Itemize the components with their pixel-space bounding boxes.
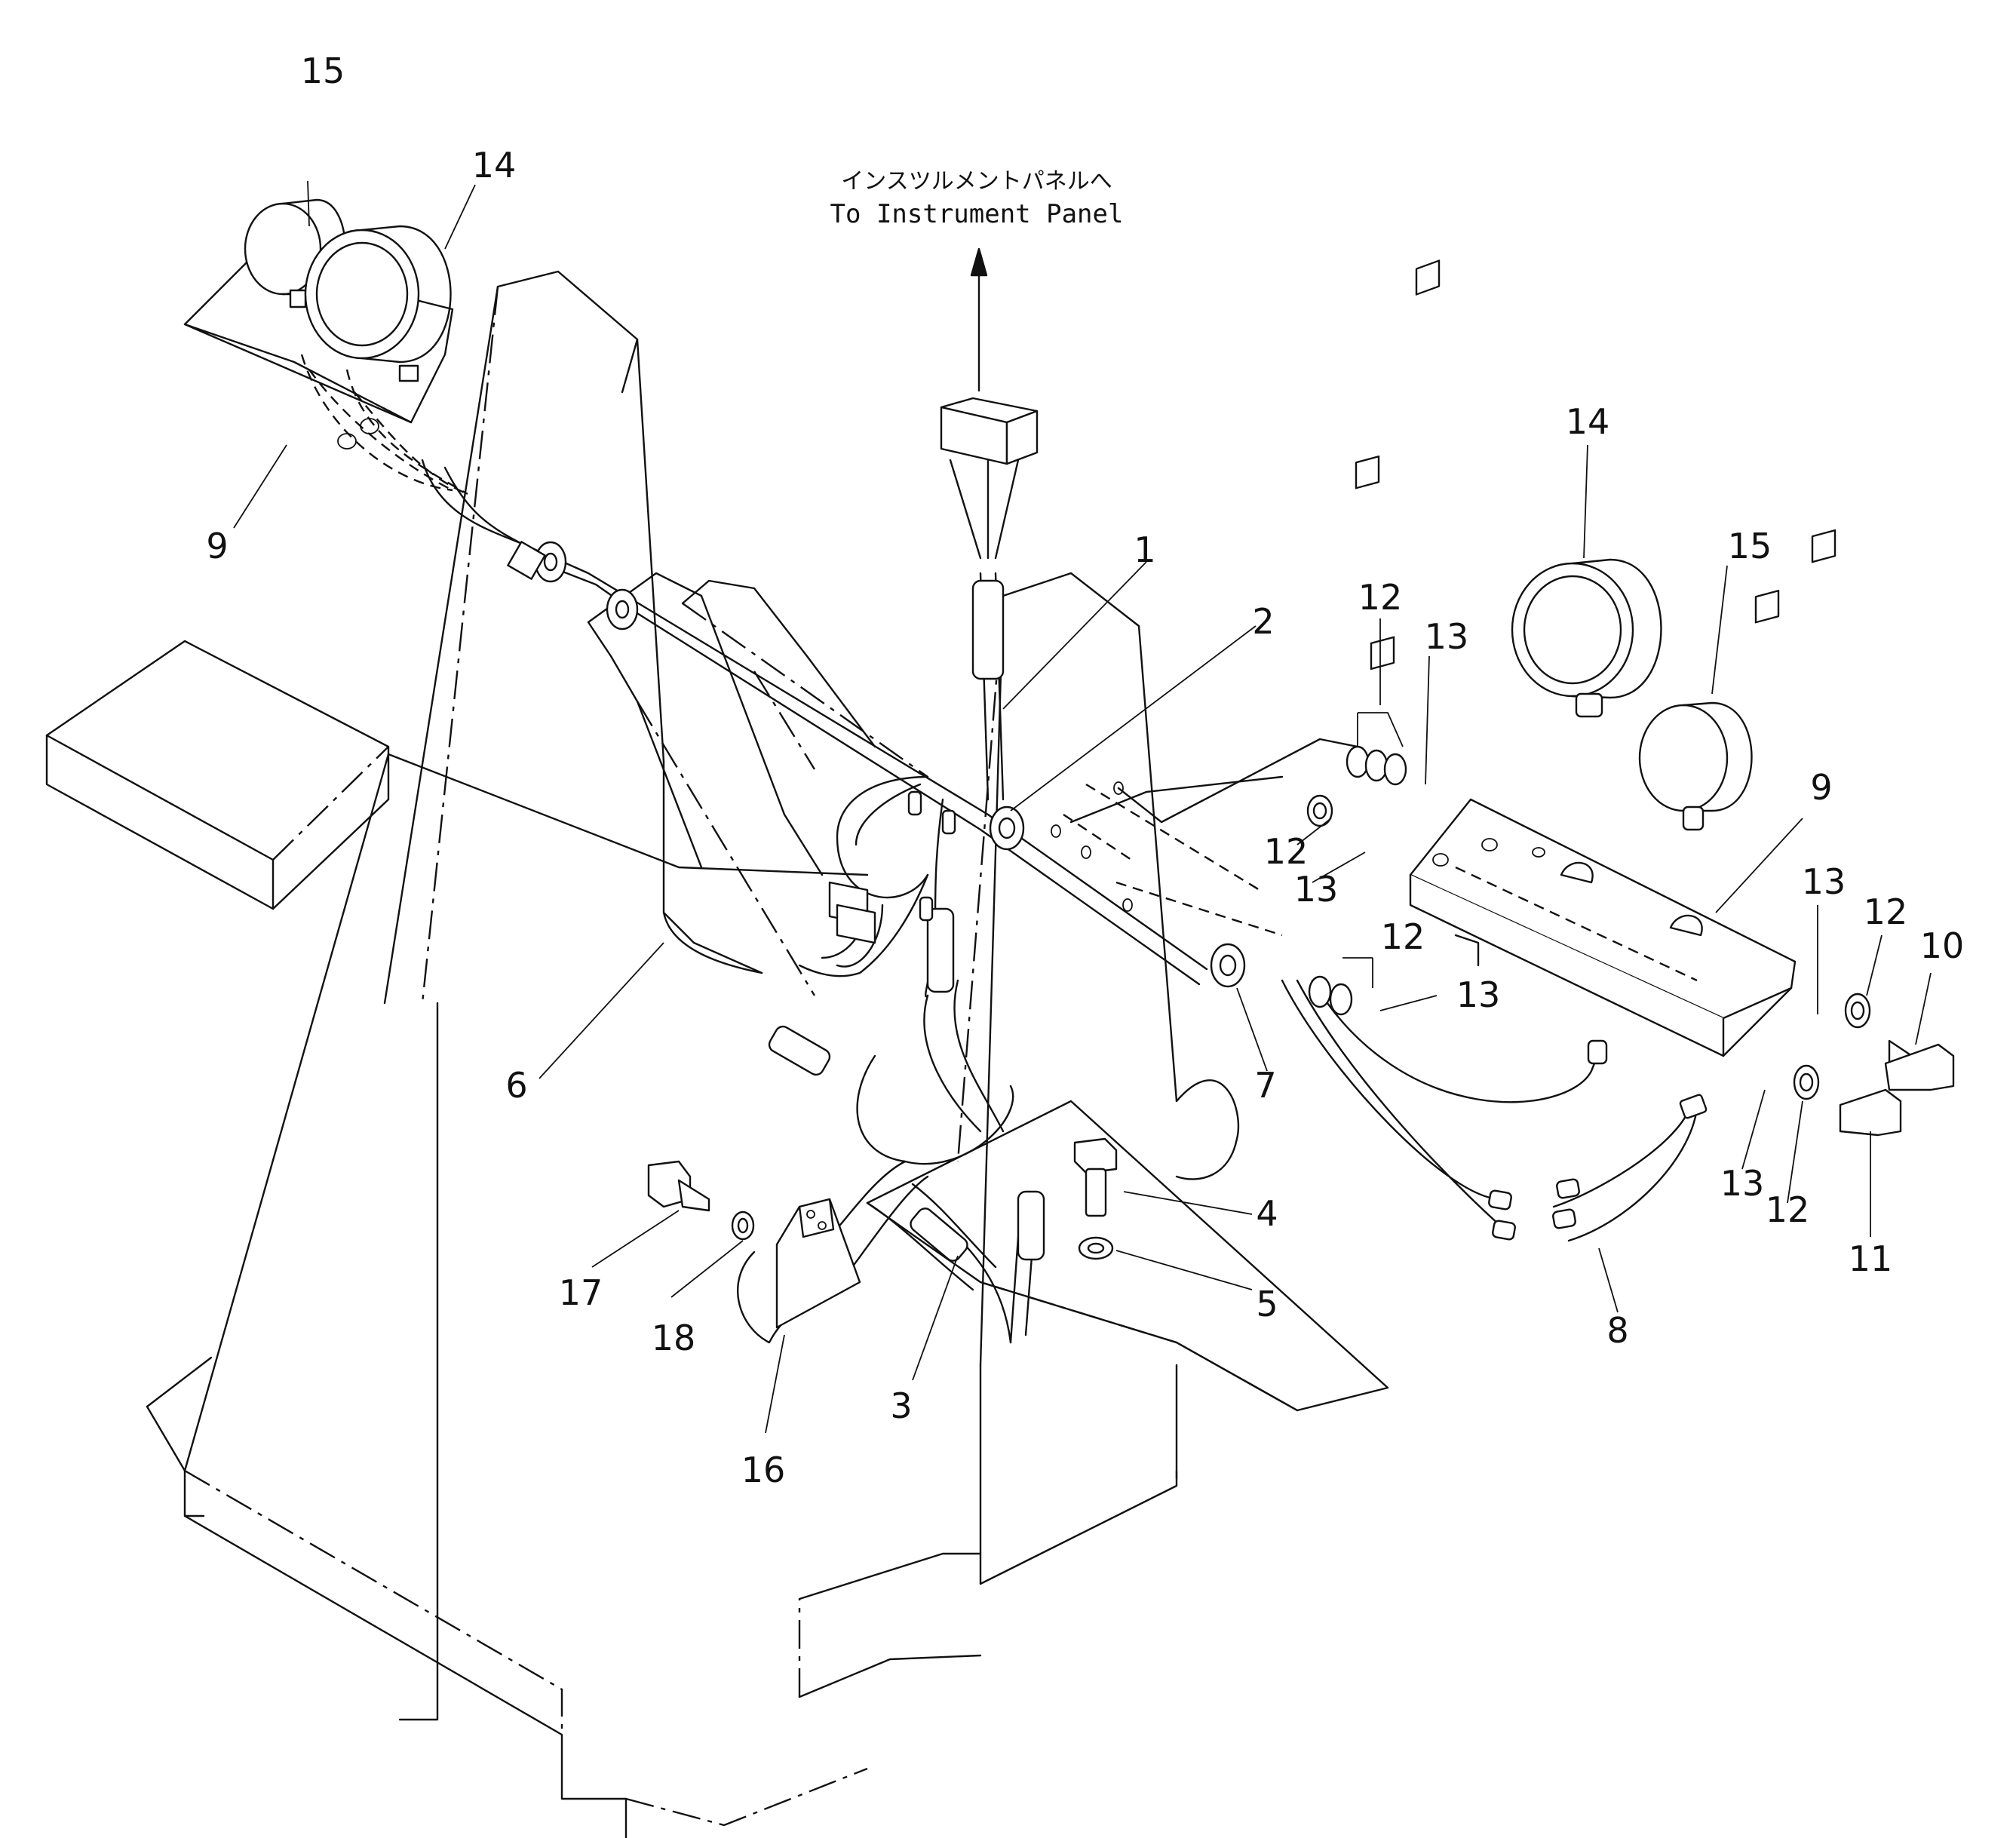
gauge-housing-left xyxy=(183,198,468,496)
sleeve-1 xyxy=(971,579,1005,680)
callout-13-e: 13 xyxy=(1720,1163,1765,1204)
frame-structure xyxy=(45,270,1389,1838)
gauge-14-right xyxy=(1511,562,1634,698)
callout-6: 6 xyxy=(505,1065,527,1106)
callout-1: 1 xyxy=(1134,529,1155,570)
connectors xyxy=(507,397,1708,1262)
callout-7: 7 xyxy=(1254,1065,1276,1106)
washer-12-a xyxy=(1306,794,1333,827)
note-jp: インスツルメントパネルへ xyxy=(841,168,1112,195)
callout-17: 17 xyxy=(559,1272,603,1313)
callout-4: 4 xyxy=(1256,1193,1278,1234)
callout-13-c: 13 xyxy=(1456,974,1501,1015)
callout-14-right: 14 xyxy=(1566,401,1610,442)
callout-12-d: 12 xyxy=(1864,891,1908,932)
callout-5: 5 xyxy=(1256,1284,1278,1324)
callout-9-left: 9 xyxy=(206,526,228,566)
gauge-15-right xyxy=(1638,704,1729,812)
callout-18: 18 xyxy=(652,1318,696,1358)
callout-13-a: 13 xyxy=(1425,616,1469,657)
bolt-11 xyxy=(1839,1088,1902,1137)
callout-14-left: 14 xyxy=(472,145,517,186)
callout-13-b: 13 xyxy=(1294,869,1339,910)
callout-12-a: 12 xyxy=(1358,577,1403,618)
bracket-16 xyxy=(775,1198,861,1329)
callout-3: 3 xyxy=(890,1385,912,1426)
callout-15-right: 15 xyxy=(1728,526,1772,566)
callout-12-b: 12 xyxy=(1264,831,1309,872)
callout-16: 16 xyxy=(741,1450,786,1490)
leader-lines xyxy=(233,180,1932,1434)
gauge-housing-right xyxy=(1409,558,1797,1057)
callout-2: 2 xyxy=(1252,601,1274,642)
hardware xyxy=(647,247,1955,1329)
callout-9-right: 9 xyxy=(1810,767,1832,808)
callout-10: 10 xyxy=(1920,925,1965,966)
callout-15-left: 15 xyxy=(301,51,345,91)
callout-8: 8 xyxy=(1606,1310,1628,1351)
bolt-4 xyxy=(1073,1137,1118,1174)
callout-12-c: 12 xyxy=(1381,916,1425,957)
note-en: To Instrument Panel xyxy=(830,199,1124,229)
callout-13-d: 13 xyxy=(1802,861,1846,902)
callout-11: 11 xyxy=(1849,1238,1893,1279)
callout-12-e: 12 xyxy=(1766,1189,1810,1230)
gauge-14-left xyxy=(304,229,420,360)
callouts: 1 2 3 4 5 6 7 8 9 9 10 11 12 12 12 12 12… xyxy=(206,51,1964,1490)
